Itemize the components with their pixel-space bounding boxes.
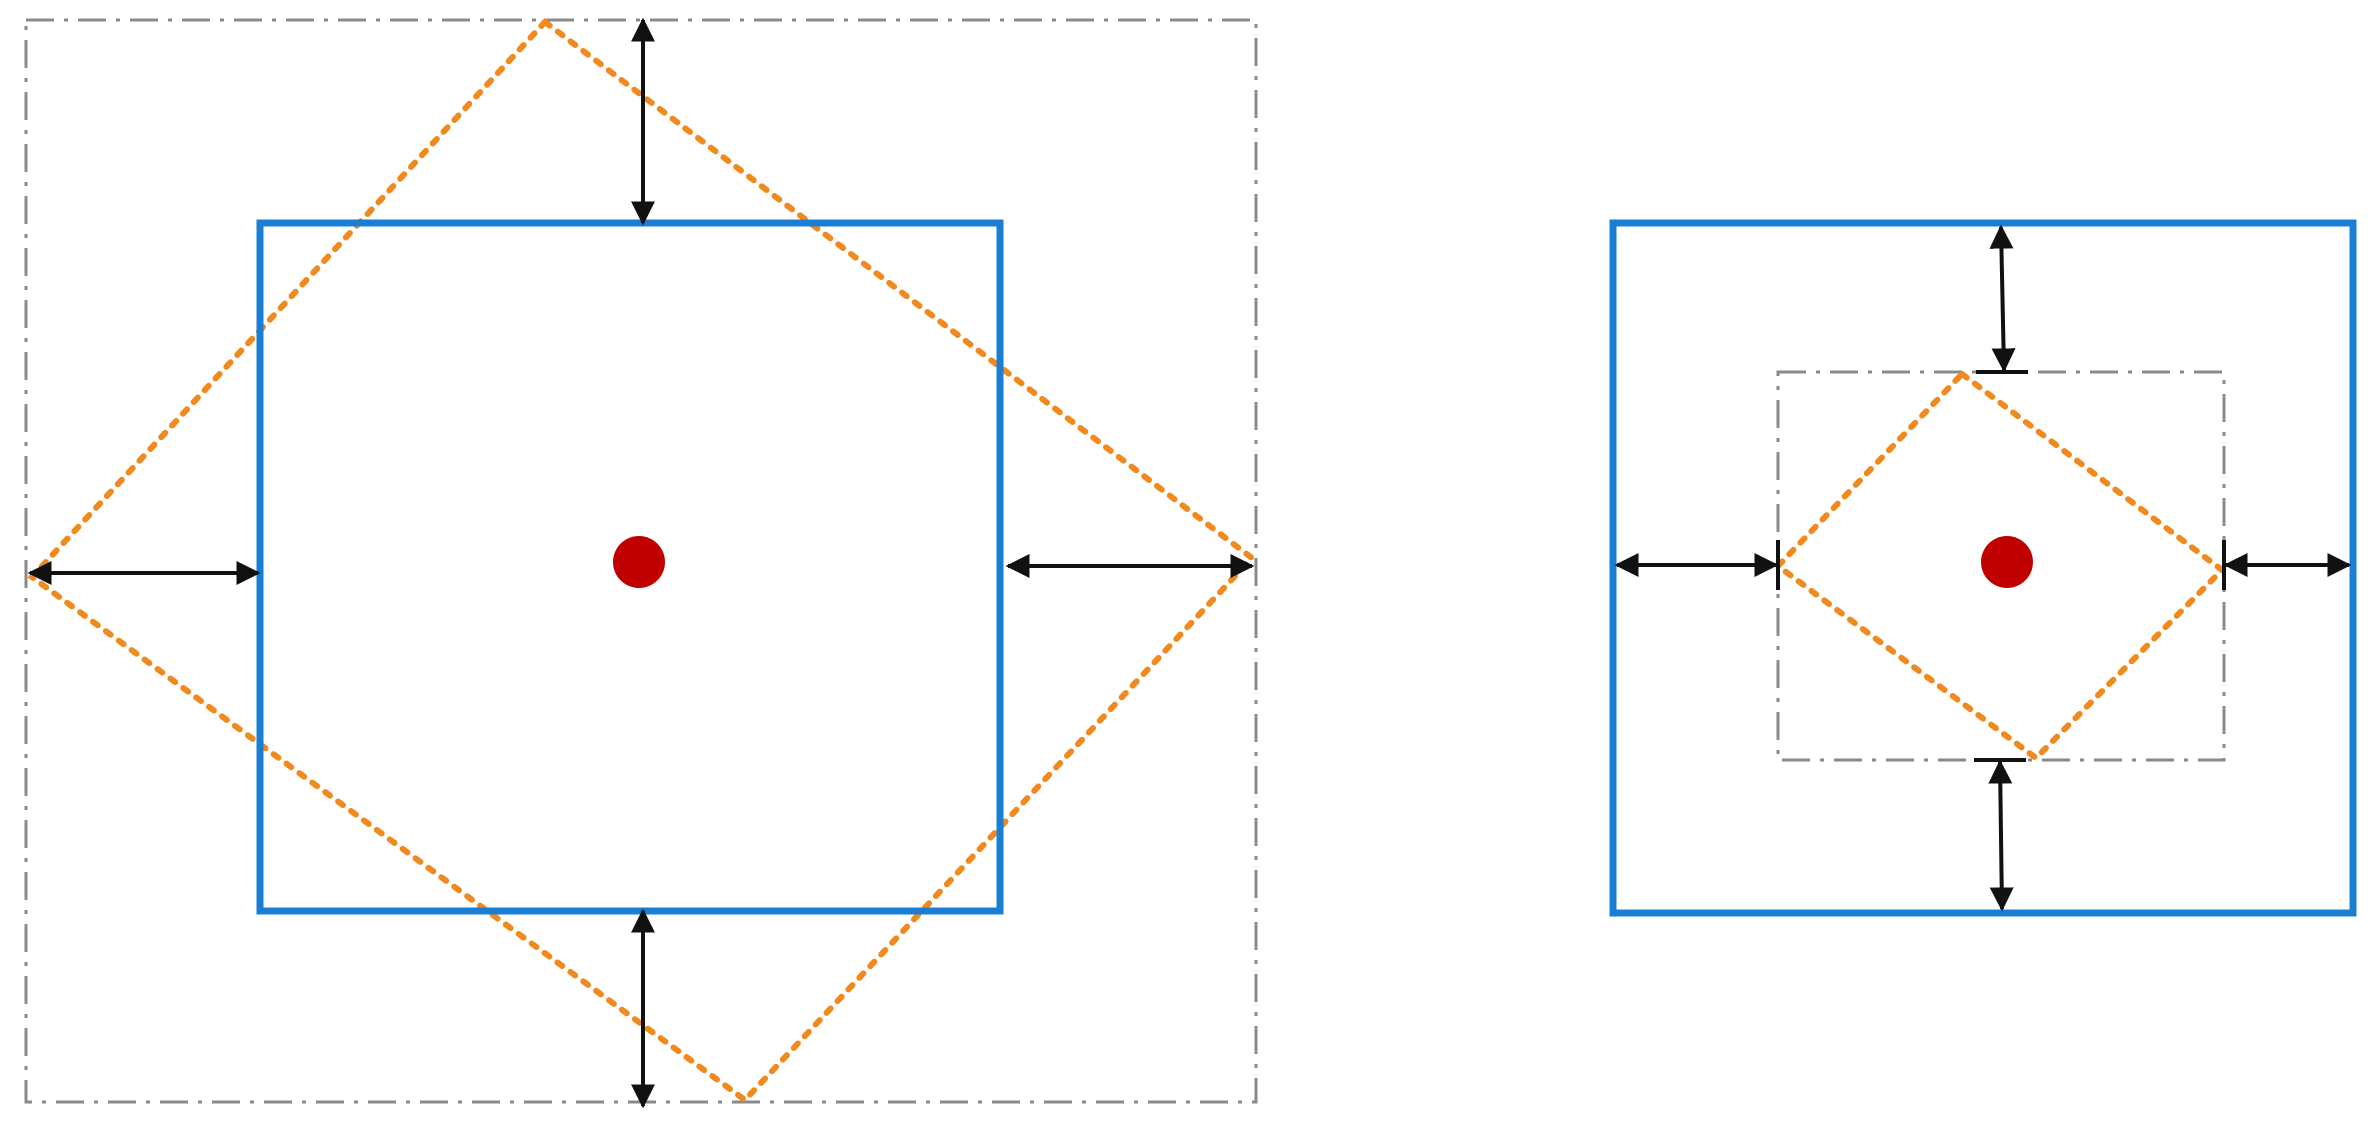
right-panel (1609, 219, 2357, 917)
left-panel (24, 17, 1258, 1109)
left-center-point (613, 536, 665, 588)
right-top-gap-arrow (1989, 224, 2016, 373)
right-center-point (1981, 536, 2033, 588)
left-rotated-box (27, 17, 1257, 1104)
right-box (1609, 219, 2357, 917)
right-rotated-box (1773, 370, 2227, 762)
right-bottom-gap-arrow (1988, 759, 2014, 912)
